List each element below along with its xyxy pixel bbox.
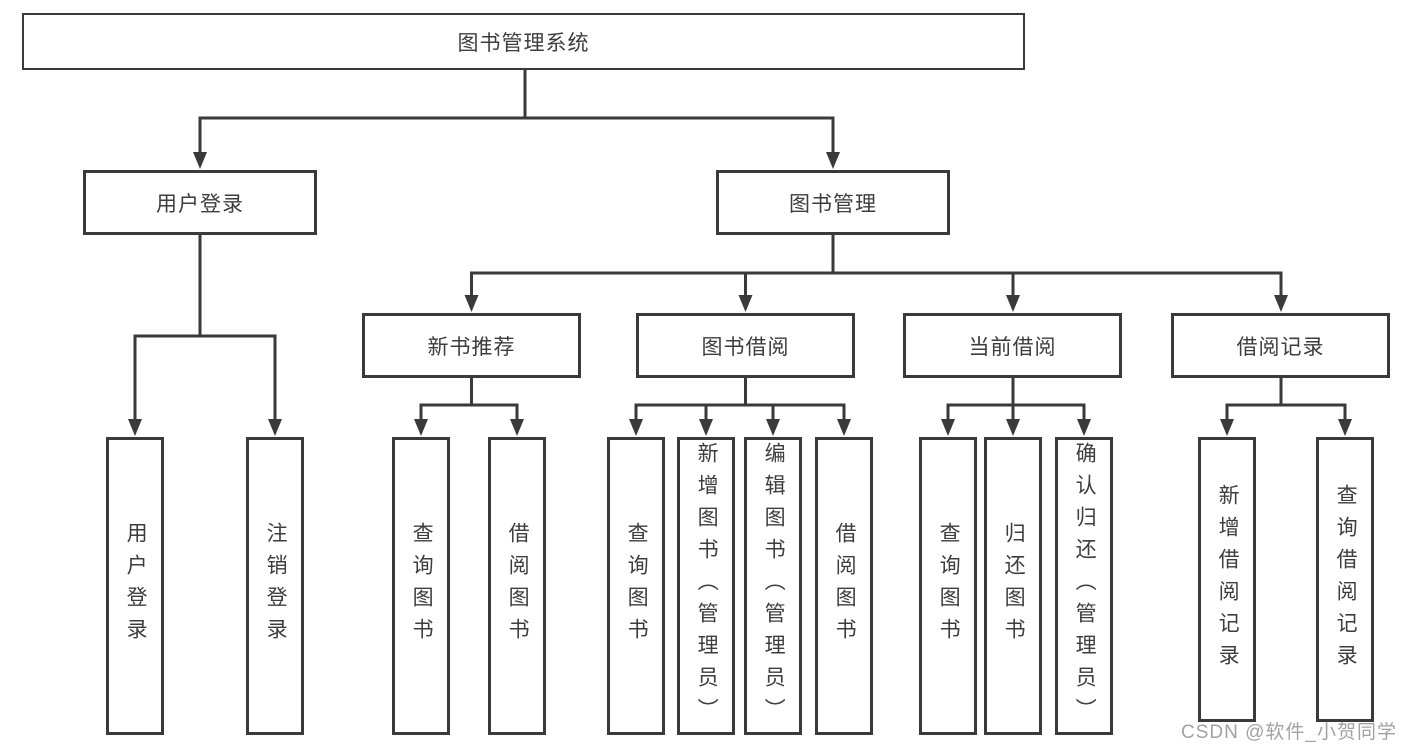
leaf-query-books-recommend: 查询图书	[392, 437, 450, 735]
node-label: 借阅记录	[1236, 335, 1325, 359]
node-library-system: 图书管理系统	[22, 13, 1025, 70]
node-current-borrowing: 当前借阅	[903, 313, 1122, 378]
node-label: 新书推荐	[427, 335, 516, 359]
node-label: 图书管理	[789, 192, 877, 216]
node-label: 归还图书	[1002, 522, 1026, 650]
node-label: 新增图书（管理员）	[695, 442, 719, 730]
node-label: 查询图书	[937, 522, 961, 650]
leaf-query-books-current: 查询图书	[919, 437, 977, 735]
leaf-logout: 注销登录	[246, 437, 304, 735]
leaf-edit-book-admin: 编辑图书（管理员）	[744, 437, 802, 735]
watermark: CSDN @软件_小贺同学	[1181, 722, 1397, 743]
leaf-confirm-return-admin: 确认归还（管理员）	[1055, 437, 1113, 735]
leaf-return-book: 归还图书	[984, 437, 1042, 735]
node-label: 查询图书	[625, 522, 649, 650]
node-label: 用户登录	[156, 192, 244, 216]
node-label: 借阅图书	[833, 522, 857, 650]
leaf-query-books-borrow: 查询图书	[607, 437, 665, 735]
node-label: 查询借阅记录	[1334, 483, 1358, 676]
node-label: 图书借阅	[701, 335, 790, 359]
node-label: 新增借阅记录	[1216, 483, 1240, 676]
node-label: 图书管理系统	[457, 31, 590, 55]
node-book-management: 图书管理	[716, 170, 950, 235]
node-label: 用户登录	[124, 522, 148, 650]
node-label: 注销登录	[264, 522, 288, 650]
leaf-query-borrow-record: 查询借阅记录	[1316, 437, 1374, 722]
leaf-add-borrow-record: 新增借阅记录	[1198, 437, 1256, 722]
node-user-login: 用户登录	[83, 170, 317, 235]
node-label: 当前借阅	[968, 335, 1057, 359]
node-label: 借阅图书	[506, 522, 530, 650]
node-book-borrowing: 图书借阅	[636, 313, 855, 378]
node-label: 确认归还（管理员）	[1073, 442, 1097, 730]
leaf-borrow-books: 借阅图书	[815, 437, 873, 735]
leaf-add-book-admin: 新增图书（管理员）	[677, 437, 735, 735]
arrowheads	[128, 152, 1352, 436]
node-label: 编辑图书（管理员）	[762, 442, 786, 730]
leaf-borrow-books-recommend: 借阅图书	[488, 437, 546, 735]
node-label: 查询图书	[410, 522, 434, 650]
node-borrow-records: 借阅记录	[1171, 313, 1390, 378]
node-new-book-recommend: 新书推荐	[362, 313, 581, 378]
leaf-user-login: 用户登录	[106, 437, 164, 735]
